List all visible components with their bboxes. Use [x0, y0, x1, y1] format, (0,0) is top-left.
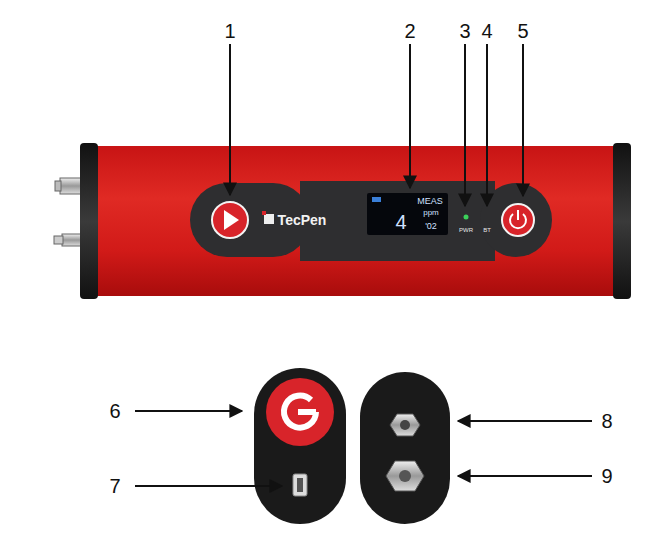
logo-icon — [262, 211, 266, 215]
display — [367, 193, 448, 235]
connector — [55, 181, 61, 191]
start-button — [212, 202, 248, 238]
play-icon — [224, 210, 239, 230]
end-view — [360, 372, 450, 524]
connector — [60, 178, 82, 194]
callout-number: 9 — [601, 466, 612, 486]
power-button — [502, 204, 534, 236]
callout-number: 4 — [481, 21, 492, 41]
display-unit: ppm — [423, 209, 439, 217]
battery-icon — [372, 197, 381, 202]
gas-fitting — [400, 420, 410, 430]
leader-line — [522, 44, 524, 196]
leader-line — [458, 475, 592, 477]
end-cap — [80, 143, 98, 299]
usb-port — [297, 478, 303, 492]
display-value: 4 — [395, 212, 406, 232]
callout-number: 7 — [109, 476, 120, 496]
logo-icon — [264, 214, 274, 224]
end-view — [254, 368, 346, 524]
leader-line — [458, 420, 592, 422]
power-icon — [517, 210, 519, 220]
housing — [92, 146, 620, 296]
power-icon — [284, 396, 316, 428]
power-icon — [298, 409, 316, 415]
connector — [54, 236, 63, 244]
callout-number: 1 — [224, 21, 235, 41]
usb-port — [293, 474, 307, 496]
button-panel — [480, 183, 552, 257]
gas-fitting — [399, 470, 411, 482]
callout-number: 3 — [459, 21, 470, 41]
gas-fitting — [386, 461, 424, 491]
led-label: BT — [483, 227, 491, 233]
led-label: PWR — [459, 227, 473, 233]
connector — [62, 234, 82, 246]
callout-number: 6 — [109, 401, 120, 421]
display-text: MEAS — [417, 197, 443, 206]
brand-logo: TecPen — [278, 213, 327, 227]
callout-number: 8 — [601, 411, 612, 431]
leader-line — [486, 44, 488, 206]
display-time: '02 — [425, 222, 437, 231]
end-cap — [613, 143, 631, 299]
leader-line — [135, 485, 282, 487]
leader-line — [135, 410, 242, 412]
gas-fitting — [390, 414, 420, 436]
leader-line — [409, 44, 411, 188]
leader-line — [464, 44, 466, 206]
power-led — [464, 215, 469, 220]
callout-number: 5 — [517, 21, 528, 41]
leader-line — [229, 44, 231, 195]
main-power-button — [266, 378, 334, 446]
callout-number: 2 — [404, 21, 415, 41]
